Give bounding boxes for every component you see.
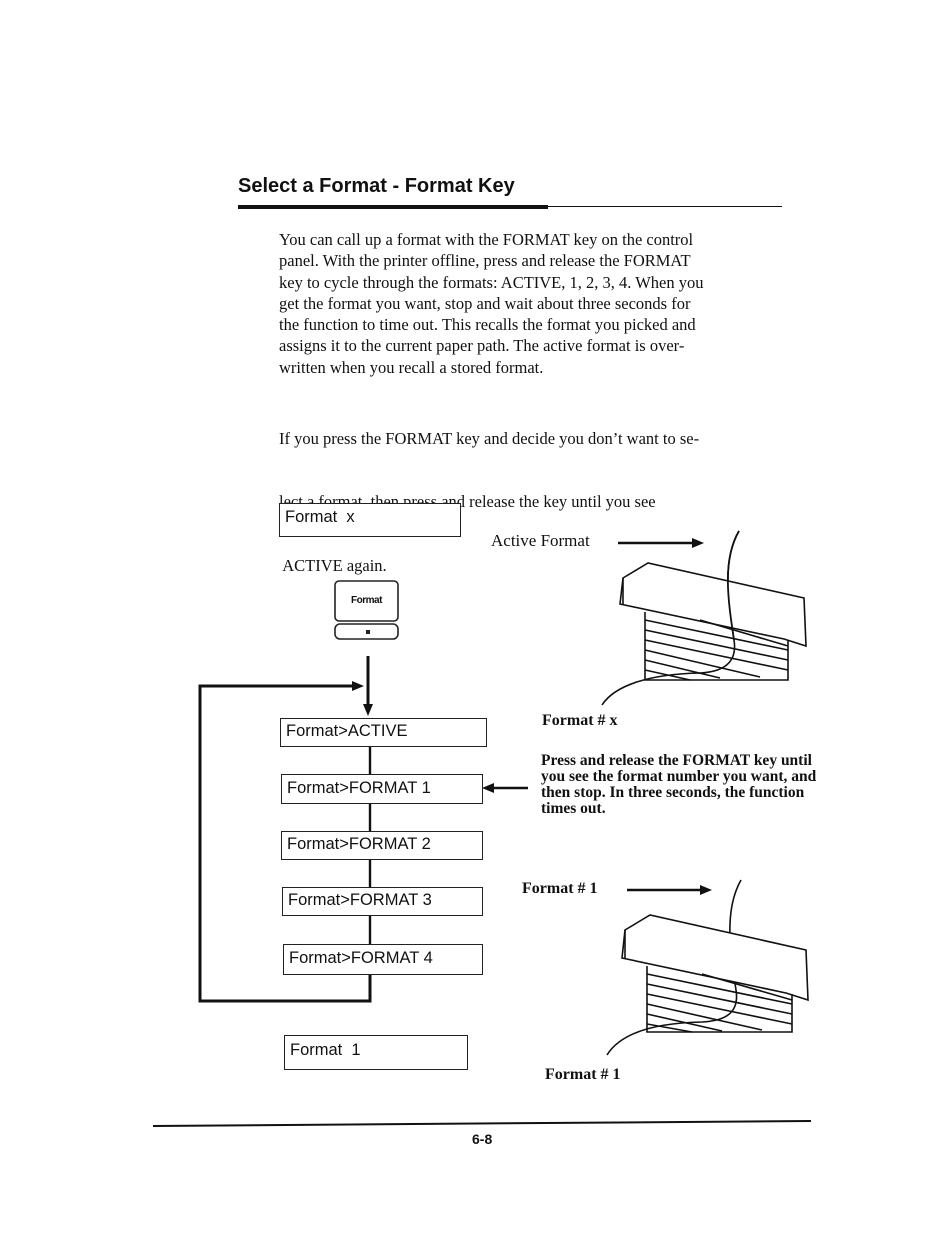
text-line: ACTIVE again. [279,556,387,576]
loop-line [198,684,372,1003]
text-line: the function to time out. This recalls t… [279,315,696,335]
menu-format-4: Format>FORMAT 4 [283,944,483,975]
menu-label: Format>FORMAT 1 [287,779,431,797]
menu-label: Format>FORMAT 3 [288,891,432,909]
label-active-format: Active Format [491,531,590,550]
text-line: panel. With the printer offline, press a… [279,251,691,271]
text-line: get the format you want, stop and wait a… [279,293,691,313]
format-key-button[interactable]: Format [335,595,398,606]
paragraph-1: You can call up a format with the FORMAT… [279,229,799,378]
format-key-led-dot [366,630,370,634]
menu-label: Format>FORMAT 4 [289,949,433,967]
heading-rule-thin [548,206,782,208]
text-line: assigns it to the current paper path. Th… [279,336,685,356]
menu-format-2: Format>FORMAT 2 [281,831,483,860]
display-panel-bottom: Format 1 [284,1035,468,1070]
label-format-1-arrow: Format # 1 [522,880,598,897]
format-key-body [334,580,399,622]
menu-format-3: Format>FORMAT 3 [282,887,483,916]
display-panel-top: Format x [279,503,461,537]
menu-format-active: Format>ACTIVE [280,718,487,747]
format-key-label: Format [351,595,382,606]
text-line: key to cycle through the formats: ACTIVE… [279,272,704,292]
right-arrowhead-mid [700,885,712,895]
text-line: You can call up a format with the FORMAT… [279,230,694,249]
section-heading: Select a Format - Format Key [238,175,515,197]
menu-format-1: Format>FORMAT 1 [281,774,483,804]
paper-stack-illustration-1 [601,530,807,706]
page-number: 6-8 [472,1131,493,1147]
menu-label: Format>ACTIVE [286,722,408,740]
text-line: written when you recall a stored format. [279,357,544,377]
display-text: Format x [285,508,355,526]
note-line: times out. [541,800,606,817]
note-line: you see the format number you want, and [541,768,817,785]
instruction-note: Press and release the FORMAT key until y… [541,753,881,817]
label-format-x: Format # x [542,712,618,729]
display-text: Format 1 [290,1041,361,1059]
paper-stack-illustration-2 [606,879,809,1056]
heading-rule-thick [238,205,548,209]
label-format-1-bottom: Format # 1 [545,1066,621,1083]
down-arrowhead [363,704,373,716]
loop-arrowhead [352,681,364,691]
note-line: then stop. In three seconds, the functio… [541,784,805,801]
left-arrowhead [482,783,494,793]
text-line: If you press the FORMAT key and decide y… [279,428,700,448]
right-arrowhead-top [692,538,704,548]
menu-label: Format>FORMAT 2 [287,835,431,853]
note-line: Press and release the FORMAT key until [541,752,812,769]
